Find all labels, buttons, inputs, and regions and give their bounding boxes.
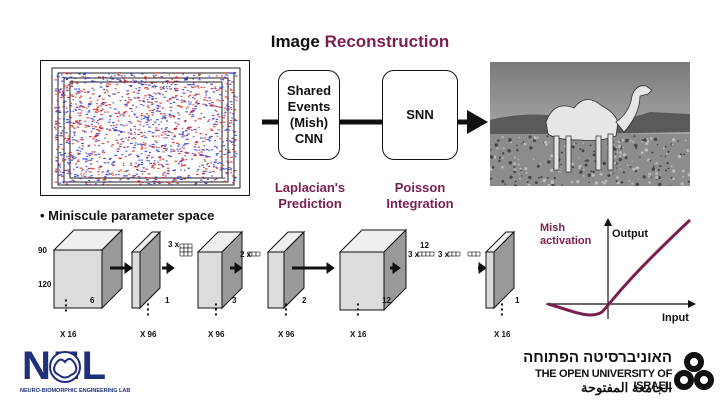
- input-width-label: 120: [38, 280, 52, 289]
- kernel-label-1: 3 x: [168, 240, 180, 249]
- depth-label-1: 6: [90, 296, 95, 305]
- ellipsis-1: ···: [64, 292, 69, 318]
- reconstructed-camel-image: [490, 62, 690, 186]
- depth-label-4: 2: [302, 296, 307, 305]
- mish-title: Mish activation: [540, 222, 592, 247]
- count-label-6: X 16: [494, 330, 511, 339]
- mish-plot: [546, 218, 696, 319]
- ellipsis-4: ···: [284, 296, 289, 322]
- slide-title: Image Reconstruction: [0, 32, 720, 52]
- kernel-label-4: 3 x: [438, 250, 450, 259]
- parameter-space-bullet: • Miniscule parameter space: [40, 208, 214, 223]
- cnn-box-label: Shared Events (Mish) CNN: [286, 83, 332, 146]
- count-label-5: X 16: [350, 330, 367, 339]
- brain-icon: [49, 351, 81, 383]
- snn-caption: Poisson Integration: [386, 180, 454, 211]
- network-diagram: [52, 228, 516, 312]
- univ-english: THE OPEN UNIVERSITY OF ISRAEL: [535, 368, 672, 392]
- ellipsis-6: ···: [500, 296, 505, 322]
- bullet-text: Miniscule parameter space: [48, 208, 215, 223]
- lab-subtitle: NEURO-BIOMORPHIC ENGINEERING LAB: [20, 388, 131, 394]
- count-label-3: X 96: [208, 330, 225, 339]
- bullet-dot: •: [40, 208, 49, 223]
- kernel-label-3: 3 x: [408, 250, 420, 259]
- event-frame-image: [40, 60, 250, 196]
- flow-arrows: [262, 110, 488, 134]
- snn-box-label: SNN: [406, 107, 434, 122]
- depth-label-2: 1: [165, 296, 170, 305]
- ellipsis-3: ···: [214, 296, 219, 322]
- count-label-2: X 96: [140, 330, 157, 339]
- ellipsis-5: ···: [356, 296, 361, 322]
- count-label-1: X 16: [60, 330, 77, 339]
- depth-label-6: 1: [515, 296, 520, 305]
- univ-hebrew: האוניברסיטה הפתוחה: [523, 349, 672, 366]
- snn-box: SNN: [382, 70, 458, 160]
- kernel-label-2: 2 x: [240, 250, 252, 259]
- count-label-4: X 96: [278, 330, 295, 339]
- title-accent: Reconstruction: [324, 32, 450, 51]
- title-prefix: Image: [270, 32, 320, 51]
- univ-arabic: الجامعة المفتوحة: [580, 380, 672, 395]
- cnn-box: Shared Events (Mish) CNN: [278, 70, 340, 160]
- kernel-top-label: 12: [420, 241, 429, 250]
- mish-curve: [547, 218, 692, 317]
- mish-ylabel: Output: [612, 228, 649, 240]
- university-emblem-icon: [674, 352, 714, 390]
- ellipsis-2: ···: [146, 296, 151, 322]
- input-height-label: 90: [38, 246, 47, 255]
- cnn-caption: Laplacian's Prediction: [274, 180, 346, 211]
- depth-label-5: 12: [382, 296, 391, 305]
- mish-xlabel: Input: [662, 312, 689, 324]
- depth-label-3: 3: [232, 296, 237, 305]
